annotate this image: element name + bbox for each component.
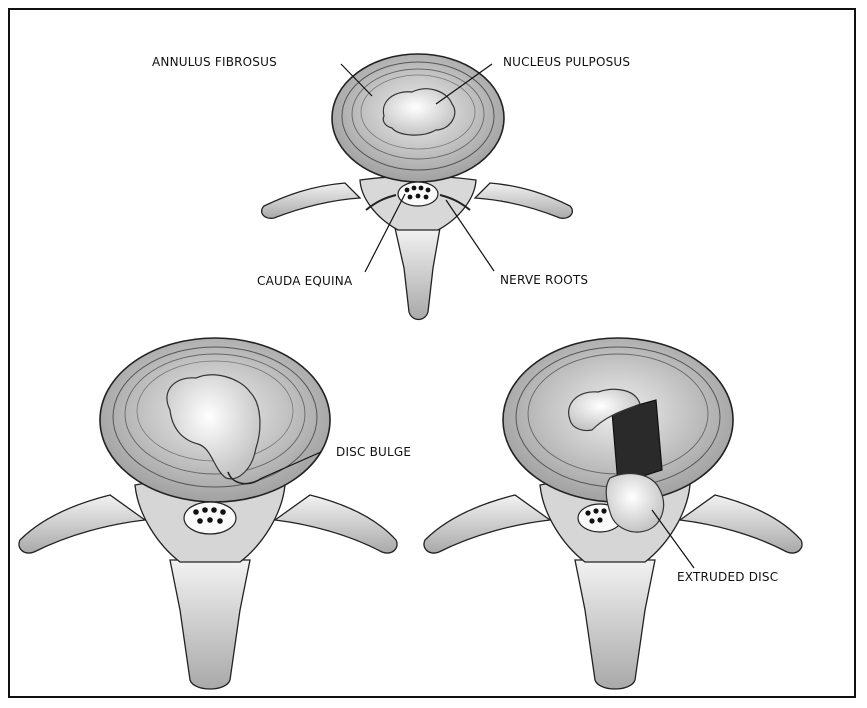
extruded-disc-vertebra bbox=[424, 338, 802, 689]
label-annulus-fibrosus: ANNULUS FIBROSUS bbox=[152, 55, 277, 69]
label-cauda-equina: CAUDA EQUINA bbox=[257, 274, 352, 288]
label-extruded-disc: EXTRUDED DISC bbox=[677, 570, 778, 584]
label-nucleus-pulposus: NUCLEUS PULPOSUS bbox=[503, 55, 630, 69]
label-nerve-roots: NERVE ROOTS bbox=[500, 273, 588, 287]
label-disc-bulge: DISC BULGE bbox=[336, 445, 411, 459]
bulging-disc-vertebra bbox=[19, 338, 397, 689]
